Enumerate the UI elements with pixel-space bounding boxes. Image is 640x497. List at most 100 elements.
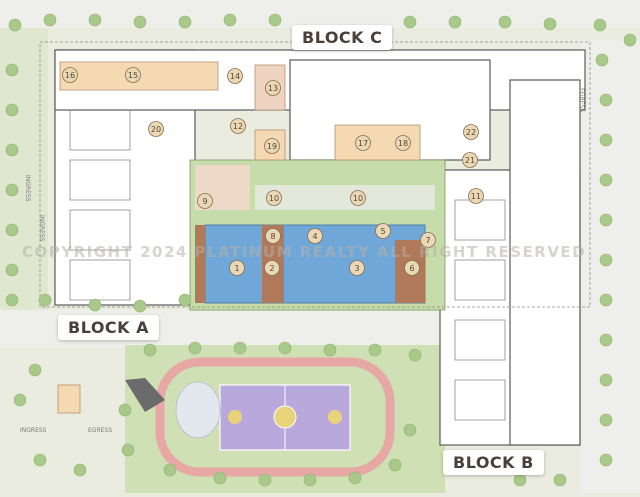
tree (223, 13, 237, 27)
facility-marker-17: 17 (355, 135, 371, 151)
facility-marker-circle (264, 138, 280, 154)
tree (403, 15, 417, 29)
facility-marker-circle (265, 228, 281, 244)
facility-number: 6 (409, 264, 414, 273)
facility-number: 21 (465, 156, 475, 165)
copyright-watermark: COPYRIGHT 2024 PLATINUM REALTY ALL RIGHT… (22, 243, 587, 261)
tree (303, 473, 317, 487)
tree (388, 458, 402, 472)
facility-marker-10: 10 (266, 190, 282, 206)
facility-marker-circle (266, 190, 282, 206)
tree (143, 343, 157, 357)
block-c-label: BLOCK C (292, 25, 393, 50)
tree (73, 463, 87, 477)
ingress-label-west-2: INGRESS (38, 215, 45, 242)
facility-number: 20 (151, 125, 161, 134)
facility-marker-circle (307, 228, 323, 244)
facility-number: 22 (466, 128, 476, 137)
egress-label-south: EGRESS (88, 427, 112, 434)
facility-marker-6: 6 (404, 260, 420, 276)
facility-marker-15: 15 (125, 67, 141, 83)
court-key-east (328, 410, 342, 424)
facility-marker-7: 7 (420, 232, 436, 248)
tree (543, 17, 557, 31)
tree (133, 15, 147, 29)
facility-number: 12 (233, 122, 243, 131)
tree (5, 223, 19, 237)
block-a-label: BLOCK A (58, 315, 160, 340)
court-centre-circle (273, 405, 297, 429)
tree (408, 348, 422, 362)
tree (5, 263, 19, 277)
tree (599, 293, 613, 307)
facility-marker-circle (229, 260, 245, 276)
road-east (580, 40, 640, 493)
pavilion-roof (125, 378, 165, 412)
walkway (255, 185, 435, 210)
tree (599, 133, 613, 147)
facility-marker-circle (230, 118, 246, 134)
facility-marker-circle (395, 135, 411, 151)
tree (348, 471, 362, 485)
tree (33, 453, 47, 467)
tree (5, 103, 19, 117)
facility-marker-19: 19 (264, 138, 280, 154)
facility-number: 13 (268, 84, 278, 93)
facility-marker-circle (197, 193, 213, 209)
egress-label-east: EGRESS (578, 88, 585, 112)
trees (5, 13, 637, 487)
tree (323, 343, 337, 357)
tree (498, 15, 512, 29)
facility-marker-18: 18 (395, 135, 411, 151)
tree (133, 299, 147, 313)
facility-marker-circle (125, 67, 141, 83)
facility-marker-21: 21 (462, 152, 478, 168)
block-b-label: BLOCK B (443, 450, 544, 475)
facility-marker-14: 14 (227, 68, 243, 84)
block-b-building (439, 79, 581, 446)
facility-number: 14 (230, 72, 240, 81)
facility-marker-5: 5 (375, 223, 391, 239)
tree (28, 363, 42, 377)
tree (188, 341, 202, 355)
tree (13, 393, 27, 407)
facility-marker-circle (227, 68, 243, 84)
tree (599, 413, 613, 427)
tree (368, 343, 382, 357)
tree (599, 253, 613, 267)
tree (595, 53, 609, 67)
tree (403, 423, 417, 437)
facility-number: 18 (398, 139, 408, 148)
tree (599, 173, 613, 187)
facility-number: 1 (234, 264, 239, 273)
facility-marker-circle (420, 232, 436, 248)
tree (623, 33, 637, 47)
tree (599, 453, 613, 467)
facility-number: 16 (65, 71, 75, 80)
ingress-label-south: INGRESS (20, 427, 47, 434)
facility-marker-circle (355, 135, 371, 151)
tree (268, 13, 282, 27)
facility-marker-circle (148, 121, 164, 137)
tree (553, 473, 567, 487)
tree (38, 293, 52, 307)
tree (163, 463, 177, 477)
facility-number: 4 (312, 232, 317, 241)
facility-marker-3: 3 (349, 260, 365, 276)
tree (43, 13, 57, 27)
facility-number: 15 (128, 71, 138, 80)
facility-marker-4: 4 (307, 228, 323, 244)
tree (599, 373, 613, 387)
facility-number: 8 (270, 232, 275, 241)
tree (121, 443, 135, 457)
tree (593, 18, 607, 32)
tree (88, 13, 102, 27)
ingress-label-west: INGRESS (24, 175, 31, 202)
facility-number: 2 (269, 264, 274, 273)
guardhouse (57, 384, 81, 414)
facility-marker-circle (265, 80, 281, 96)
tree (448, 15, 462, 29)
running-track (155, 357, 395, 477)
